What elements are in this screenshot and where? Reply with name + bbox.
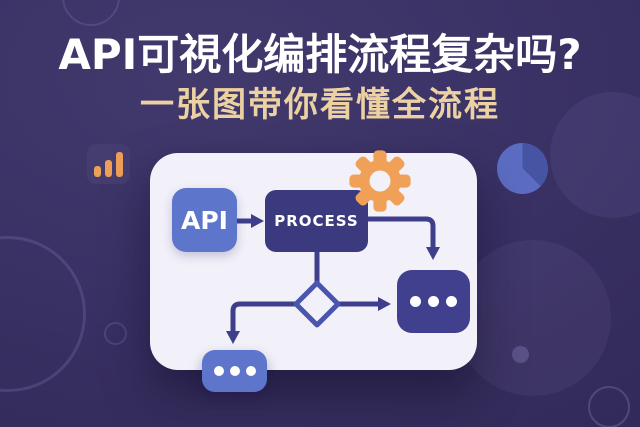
gear-icon — [349, 150, 411, 212]
decor-blob — [455, 240, 611, 396]
decision-diamond — [293, 280, 341, 328]
flow-node-result-right — [397, 270, 470, 333]
ellipsis-dots — [410, 296, 457, 307]
api-label: API — [181, 205, 228, 235]
process-label: PROCESS — [274, 212, 359, 230]
page-title: API可視化编排流程复杂吗? — [58, 30, 582, 79]
flowchart-card: API PROCESS — [150, 150, 477, 392]
decor-ring — [62, 0, 120, 26]
decor-ring — [0, 236, 86, 392]
ellipsis-dots — [213, 366, 256, 376]
decor-ring — [104, 322, 127, 345]
flow-connectors — [226, 214, 440, 344]
pie-chart-icon — [497, 143, 548, 194]
flow-node-result-bottom — [202, 350, 267, 392]
bar-chart-icon — [87, 144, 130, 184]
decor-ring — [588, 386, 630, 427]
decor-dot — [512, 346, 529, 363]
flow-node-process: PROCESS — [265, 190, 368, 252]
page-subtitle: 一张图带你看懂全流程 — [140, 85, 500, 125]
flow-node-api: API — [172, 188, 237, 252]
